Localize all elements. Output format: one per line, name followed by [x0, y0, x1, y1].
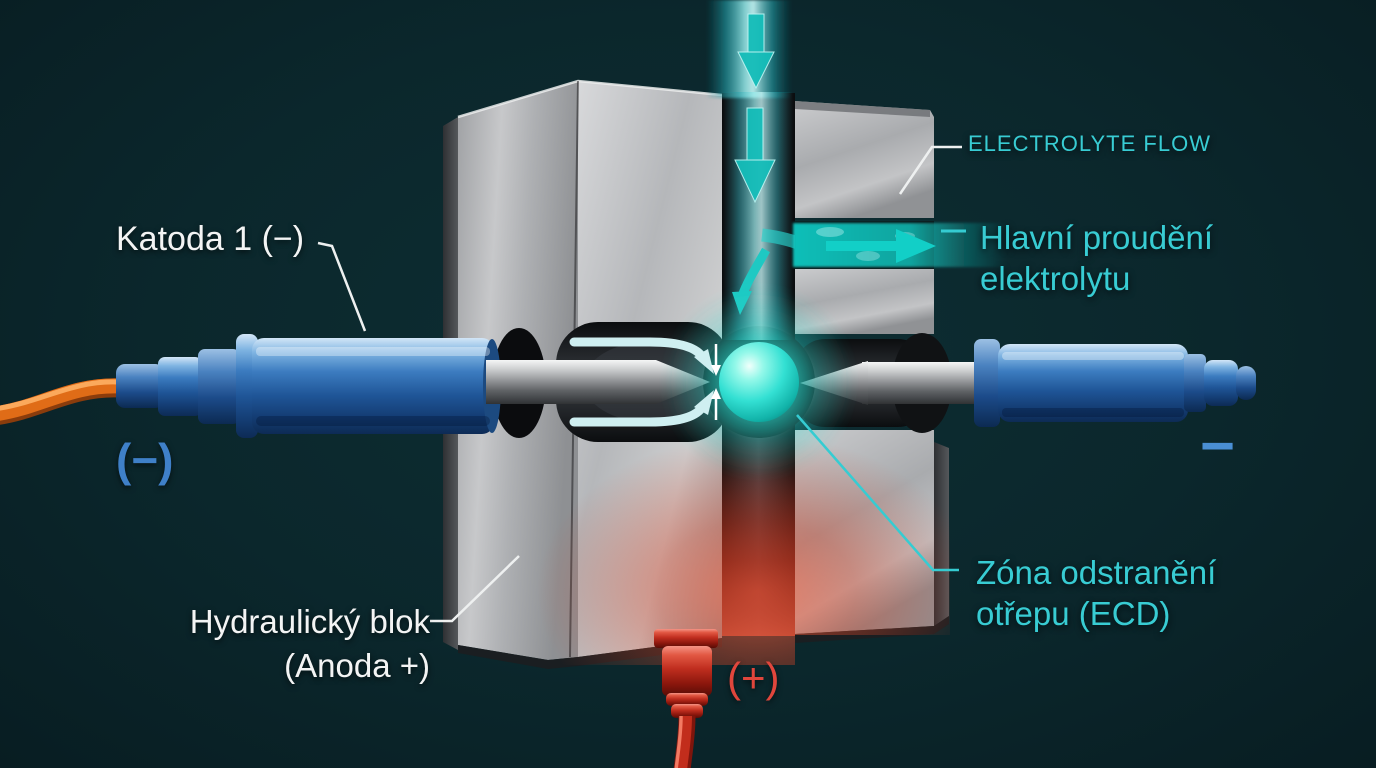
label-hydraulic-block-line1: Hydraulický blok — [189, 603, 430, 640]
label-main-flow-line2: elektrolytu — [980, 260, 1131, 297]
cathode-rod-left — [486, 360, 656, 404]
label-cathode1-polarity: (−) — [116, 434, 174, 486]
label-main-flow: Hlavní proudění elektrolytu — [980, 217, 1213, 299]
leader-electrolyte-flow — [898, 145, 962, 195]
leader-hydraulic-block — [430, 555, 520, 623]
flow-converge-arrows — [569, 337, 721, 427]
leader-lines — [317, 145, 966, 623]
label-ecd-zone-line2: otřepu (ECD) — [976, 595, 1171, 632]
anode-connector-graphic — [654, 629, 718, 768]
ecd-sphere-graphic — [664, 287, 854, 477]
label-ecd-zone-line1: Zóna odstranění — [976, 554, 1217, 591]
gap-arrows-icon — [711, 344, 721, 420]
label-ecd-zone: Zóna odstranění otřepu (ECD) — [976, 552, 1216, 634]
cathode-rod-right — [862, 362, 984, 404]
flow-right-arrow-icon — [826, 229, 936, 263]
label-cathode1: Katoda 1 (−) — [116, 220, 305, 258]
label-main-flow-line1: Hlavní proudění — [980, 219, 1213, 256]
label-hydraulic-block-line2: (Anoda +) — [284, 647, 430, 684]
leader-cathode1 — [317, 241, 367, 332]
label-hydraulic-block: Hydraulický blok (Anoda +) — [140, 600, 430, 688]
label-cathode2-polarity: − — [1200, 412, 1236, 479]
electrolyte-outflow — [793, 221, 1007, 269]
electrolyte-stream — [706, 0, 811, 340]
label-electrolyte-flow: ELECTROLYTE FLOW — [968, 131, 1211, 156]
leader-ecd-zone — [796, 414, 959, 572]
label-anode-polarity: (+) — [727, 654, 780, 701]
flow-down-arrow-icon — [734, 13, 776, 204]
cathode-right-graphic — [800, 339, 1256, 427]
